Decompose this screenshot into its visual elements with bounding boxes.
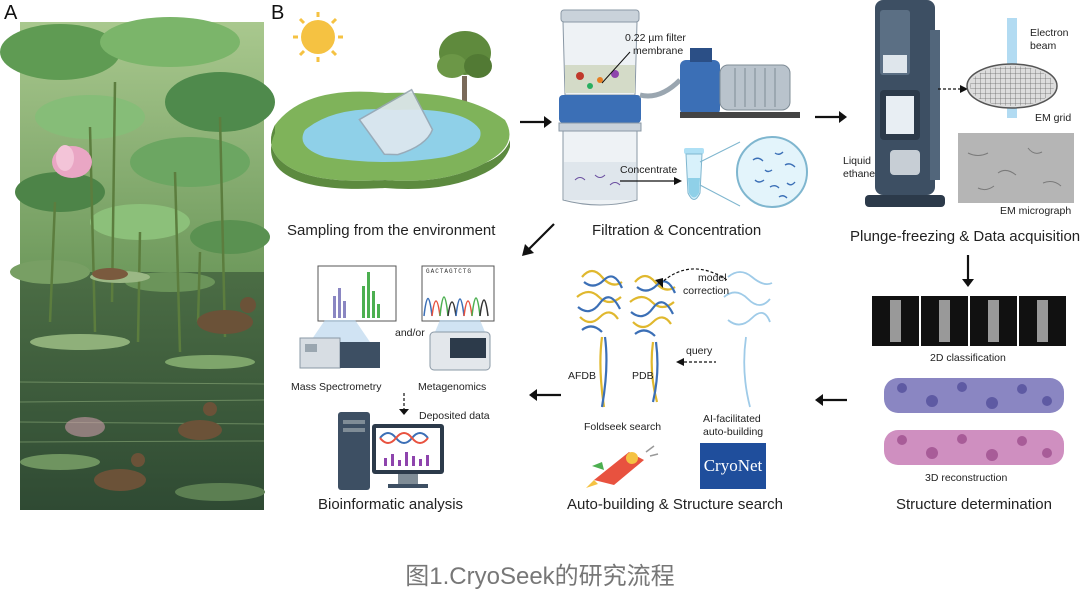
model-correction-label-1: model	[698, 272, 727, 284]
arrow-diagonal	[522, 223, 555, 256]
em-micrograph-label: EM micrograph	[1000, 205, 1072, 217]
foldseek-rocket-logo	[586, 445, 659, 488]
panel-b-letter: B	[271, 2, 285, 24]
query-arrow	[676, 358, 716, 366]
liquid-ethane-label-2: ethane	[843, 168, 876, 180]
step-filtration-label: Filtration & Concentration	[592, 222, 762, 239]
virus-magnified-view	[736, 136, 808, 208]
electron-beam-label-1: Electron	[1030, 27, 1069, 39]
sequence-text: GACTAGTCTG	[426, 268, 473, 275]
filter-membrane-label-1: 0.22 µm filter	[625, 32, 686, 44]
ai-autobuild-label-2: auto-building	[703, 426, 764, 438]
arrow-right-2	[815, 111, 847, 123]
pond-illustration	[271, 88, 510, 189]
sun-icon	[293, 12, 343, 62]
mass-spectrometer	[299, 320, 380, 369]
recon3d-label: 3D reconstruction	[925, 472, 1008, 484]
density-map-pink	[884, 430, 1064, 465]
deposited-label: Deposited data	[419, 410, 490, 422]
vacuum-pump	[639, 48, 800, 118]
step-bioinfo-label: Bioinformatic analysis	[318, 496, 464, 513]
cryonet-logo: CryoNet	[700, 443, 766, 489]
afdb-label: AFDB	[568, 370, 597, 382]
step-plunge-label: Plunge-freezing & Data acquisition	[850, 228, 1080, 245]
em-grid-label: EM grid	[1035, 112, 1072, 124]
model-correction-label-2: correction	[683, 285, 730, 297]
step-structure-label: Structure determination	[896, 496, 1052, 513]
magnify-lines	[699, 141, 741, 207]
metagenomics-label: Metagenomics	[418, 381, 487, 393]
step-sampling-label: Sampling from the environment	[287, 222, 496, 239]
density-map-blue	[884, 378, 1064, 413]
sequencer-device	[429, 320, 491, 371]
cryonet-logo-text: CryoNet	[703, 456, 763, 475]
arrow-left-1	[815, 394, 847, 406]
tree-icon	[437, 31, 492, 123]
arrow-right-1	[520, 116, 552, 128]
arrow-down	[962, 255, 974, 287]
figure-caption: 图1.CryoSeek的研究流程	[405, 563, 675, 590]
deposited-data-arrow	[399, 393, 409, 415]
panel-a-letter: A	[4, 2, 18, 24]
protein-structure-afdb	[576, 269, 624, 408]
filter-membrane-label-2: membrane	[633, 45, 684, 57]
beaker-icon	[358, 88, 434, 156]
em-grid-icon	[966, 18, 1058, 118]
class2d-label: 2D classification	[930, 352, 1006, 364]
tube-icon	[684, 148, 704, 200]
concentrate-arrow	[620, 177, 682, 185]
computer-workstation	[338, 412, 444, 490]
concentrate-label: Concentrate	[620, 164, 678, 176]
step-autobuild-label: Auto-building & Structure search	[567, 496, 783, 513]
dashed-arrow-to-grid	[938, 85, 968, 93]
mass-spec-label: Mass Spectrometry	[291, 381, 382, 393]
ai-autobuild-label-1: AI-facilitated	[703, 413, 761, 425]
lotus-pond-photo	[0, 17, 275, 510]
protein-model-query	[723, 271, 773, 408]
mass-spectrum-chart	[317, 265, 397, 322]
andor-label: and/or	[395, 327, 425, 339]
foldseek-label: Foldseek search	[584, 421, 662, 433]
class-averages-panel	[872, 296, 1066, 346]
model-correction-arrow	[655, 268, 728, 288]
query-label: query	[686, 345, 713, 357]
liquid-ethane-label-1: Liquid	[843, 155, 872, 167]
filter-apparatus	[558, 9, 642, 206]
em-micrograph-image	[958, 133, 1074, 203]
label-pointer-line	[601, 51, 631, 84]
protein-structure-pdb	[629, 274, 677, 403]
plunge-freezer-device	[865, 0, 945, 207]
arrow-left-2	[529, 389, 561, 401]
pdb-label: PDB	[632, 370, 654, 382]
electron-beam-label-2: beam	[1030, 40, 1057, 52]
